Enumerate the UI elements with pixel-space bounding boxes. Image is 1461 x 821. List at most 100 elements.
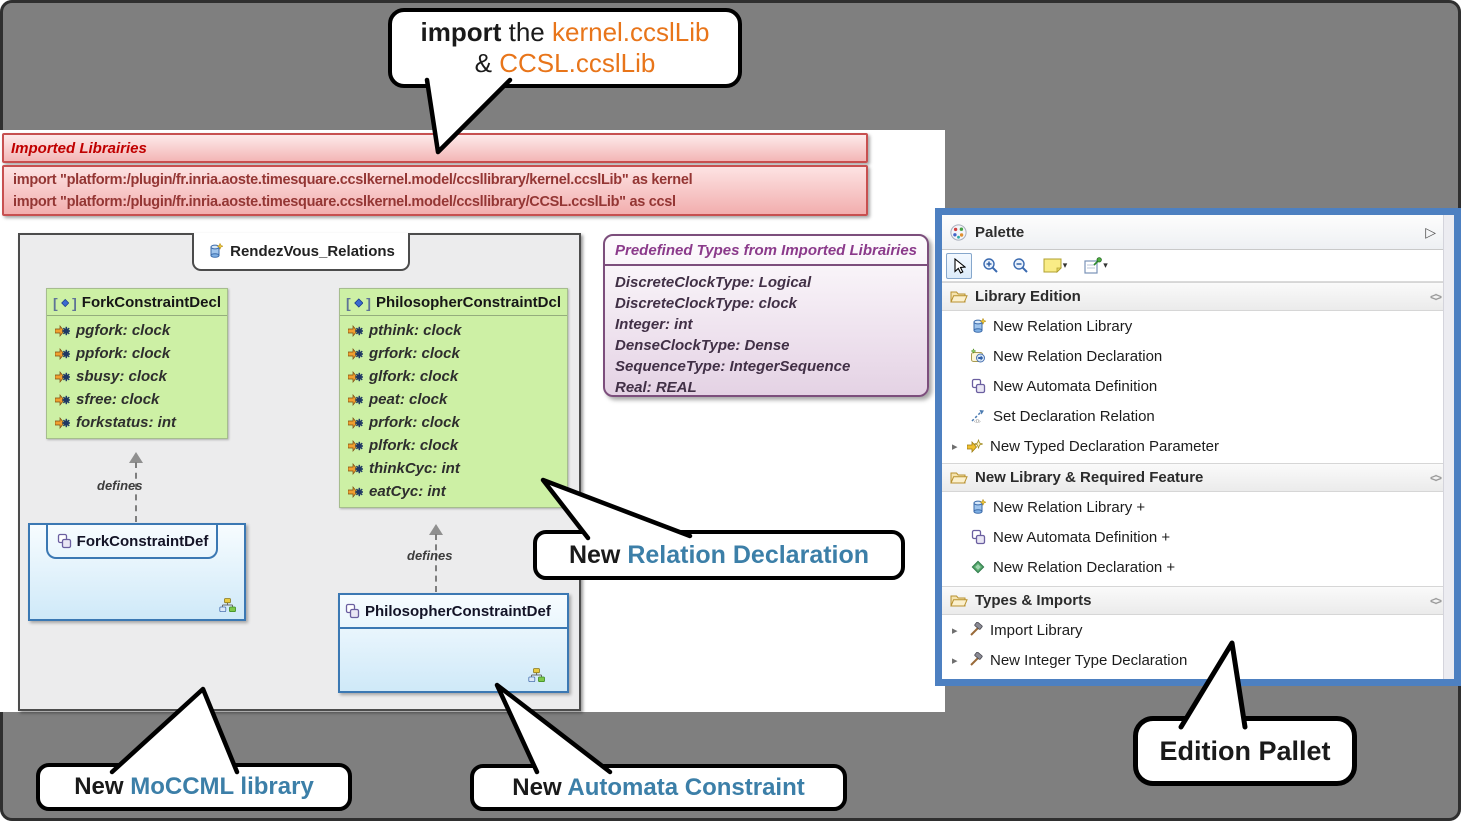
- palette-section-types-imports[interactable]: Types & Imports <>: [942, 586, 1454, 615]
- class-bracket: ]: [72, 294, 77, 311]
- note-icon: [1043, 258, 1062, 273]
- class-attribute[interactable]: sbusy: clock: [47, 365, 227, 388]
- hammer-icon: [970, 652, 983, 666]
- section-label: Library Edition: [975, 288, 1081, 305]
- callout-new-moccml-library: New MoCCML library: [36, 763, 352, 811]
- class-header[interactable]: [ ] PhilosopherConstraintDcl: [340, 289, 567, 316]
- pin-layout-icon[interactable]: <>: [1429, 289, 1442, 304]
- palette-item-new-typed-declaration-parameter[interactable]: ▸ New Typed Declaration Parameter: [942, 431, 1454, 461]
- select-tool-button[interactable]: [946, 252, 972, 279]
- zoom-out-button[interactable]: [1008, 254, 1032, 278]
- attribute-label: ppfork: clock: [76, 345, 171, 362]
- zoom-in-icon: [982, 258, 998, 273]
- palette-item-new-automata-definition-plus[interactable]: New Automata Definition +: [942, 522, 1454, 552]
- predefined-types-title: Predefined Types from Imported Librairie…: [605, 242, 927, 266]
- expander-icon[interactable]: ▸: [952, 654, 958, 667]
- int-attribute-icon: [348, 485, 363, 498]
- attribute-label: sbusy: clock: [76, 368, 167, 385]
- automata-definition-icon: [971, 378, 986, 394]
- class-attribute[interactable]: forkstatus: int: [47, 411, 227, 434]
- zoom-out-icon: [1012, 258, 1028, 273]
- defines-edge[interactable]: [135, 462, 137, 522]
- section-label: Types & Imports: [975, 592, 1092, 609]
- defines-arrowhead: [129, 452, 143, 463]
- class-attribute[interactable]: glfork: clock: [340, 365, 567, 388]
- palette-item-label: Import Library: [990, 621, 1083, 639]
- definition-header[interactable]: PhilosopherConstraintDef: [340, 595, 567, 629]
- imported-libraries-header[interactable]: Imported Librairies: [2, 133, 868, 163]
- attach-note-tool-button[interactable]: ▾: [1078, 254, 1114, 278]
- automata-icon: [345, 603, 360, 619]
- palette-item-new-integer-type-declaration[interactable]: ▸ New Integer Type Declaration: [942, 645, 1454, 675]
- imported-libraries-body[interactable]: import "platform:/plugin/fr.inria.aoste.…: [2, 165, 868, 216]
- class-attribute[interactable]: prfork: clock: [340, 411, 567, 434]
- class-attribute[interactable]: eatCyc: int: [340, 480, 567, 503]
- attribute-label: pgfork: clock: [76, 322, 171, 339]
- attribute-label: prfork: clock: [369, 414, 460, 431]
- class-header[interactable]: [ ] ForkConstraintDecl: [47, 289, 227, 316]
- class-attribute[interactable]: grfork: clock: [340, 342, 567, 365]
- palette-item-label: New Relation Declaration: [993, 347, 1163, 365]
- palette-header[interactable]: Palette ▷: [942, 215, 1454, 250]
- callout-new-relation-declaration: New Relation Declaration: [533, 530, 905, 580]
- definition-name: PhilosopherConstraintDef: [365, 602, 551, 620]
- palette-section-new-library-required-feature[interactable]: New Library & Required Feature <>: [942, 463, 1454, 492]
- class-name: ForkConstraintDecl: [81, 294, 221, 311]
- svg-text:‹0›: ‹0›: [974, 419, 981, 424]
- expander-icon[interactable]: ▸: [952, 624, 958, 637]
- palette-scrollbar[interactable]: [1443, 215, 1454, 679]
- attribute-label: forkstatus: int: [76, 414, 177, 431]
- clock-attribute-icon: [348, 393, 363, 406]
- palette-item-label: New Integer Type Declaration: [990, 651, 1188, 669]
- predefined-type: DenseClockType: Dense: [615, 337, 790, 354]
- palette-item-new-relation-library[interactable]: New Relation Library: [942, 311, 1454, 341]
- predefined-type: DiscreteClockType: Logical: [615, 274, 812, 291]
- note-tool-button[interactable]: ▾: [1038, 254, 1072, 278]
- defines-edge[interactable]: [435, 534, 437, 592]
- palette-title: Palette: [975, 223, 1025, 241]
- pin-layout-icon[interactable]: <>: [1429, 470, 1442, 485]
- palette-item-new-automata-definition[interactable]: New Automata Definition: [942, 371, 1454, 401]
- definition-philosopher-constraint-def[interactable]: PhilosopherConstraintDef: [338, 593, 569, 693]
- palette-item-label: New Relation Library +: [993, 498, 1146, 516]
- class-attribute[interactable]: pthink: clock: [340, 319, 567, 342]
- predefined-type: DiscreteClockType: clock: [615, 295, 798, 312]
- palette-item-label: New Relation Declaration +: [993, 558, 1176, 576]
- predefined-type: Integer: int: [615, 316, 693, 333]
- clock-attribute-icon: [348, 439, 363, 452]
- attribute-label: plfork: clock: [369, 437, 459, 454]
- palette-item-set-declaration-relation[interactable]: ‹0› Set Declaration Relation: [942, 401, 1454, 431]
- expander-icon[interactable]: ▸: [952, 440, 958, 453]
- palette-item-new-relation-declaration[interactable]: New Relation Declaration: [942, 341, 1454, 371]
- class-attribute[interactable]: thinkCyc: int: [340, 457, 567, 480]
- definition-header[interactable]: ForkConstraintDef: [46, 525, 218, 559]
- palette-section-library-edition[interactable]: Library Edition <>: [942, 282, 1454, 311]
- palette-toolbar: ▾ ▾: [942, 250, 1454, 282]
- defines-arrowhead: [429, 524, 443, 535]
- class-philosopher-constraint-dcl[interactable]: [ ] PhilosopherConstraintDcl pthink: clo…: [339, 288, 568, 508]
- class-attribute[interactable]: pgfork: clock: [47, 319, 227, 342]
- attribute-label: thinkCyc: int: [369, 460, 460, 477]
- palette-item-label: New Relation Library: [993, 317, 1133, 335]
- palette-item-new-relation-library-plus[interactable]: New Relation Library +: [942, 492, 1454, 522]
- predefined-types-note[interactable]: Predefined Types from Imported Librairie…: [603, 234, 929, 397]
- class-attribute[interactable]: sfree: clock: [47, 388, 227, 411]
- folder-icon: [950, 472, 968, 484]
- library-icon: [210, 243, 224, 258]
- pin-layout-icon[interactable]: <>: [1429, 593, 1442, 608]
- palette-icon: [950, 223, 967, 241]
- class-attribute[interactable]: plfork: clock: [340, 434, 567, 457]
- palette-item-import-library[interactable]: ▸ Import Library: [942, 615, 1454, 645]
- defines-label: defines: [407, 548, 453, 563]
- class-fork-constraint-decl[interactable]: [ ] ForkConstraintDecl pgfork: clock ppf…: [46, 288, 228, 439]
- palette-collapse-icon[interactable]: ▷: [1425, 223, 1436, 240]
- diagram-tab[interactable]: RendezVous_Relations: [192, 233, 410, 271]
- definition-fork-constraint-def[interactable]: ForkConstraintDef: [28, 523, 246, 621]
- class-attribute[interactable]: ppfork: clock: [47, 342, 227, 365]
- zoom-in-button[interactable]: [978, 254, 1002, 278]
- class-attribute[interactable]: peat: clock: [340, 388, 567, 411]
- callout-text-line: & CCSL.ccslLib: [474, 48, 656, 78]
- palette-item-new-relation-declaration-plus[interactable]: New Relation Declaration +: [942, 552, 1454, 582]
- folder-icon: [950, 595, 968, 607]
- attribute-label: grfork: clock: [369, 345, 460, 362]
